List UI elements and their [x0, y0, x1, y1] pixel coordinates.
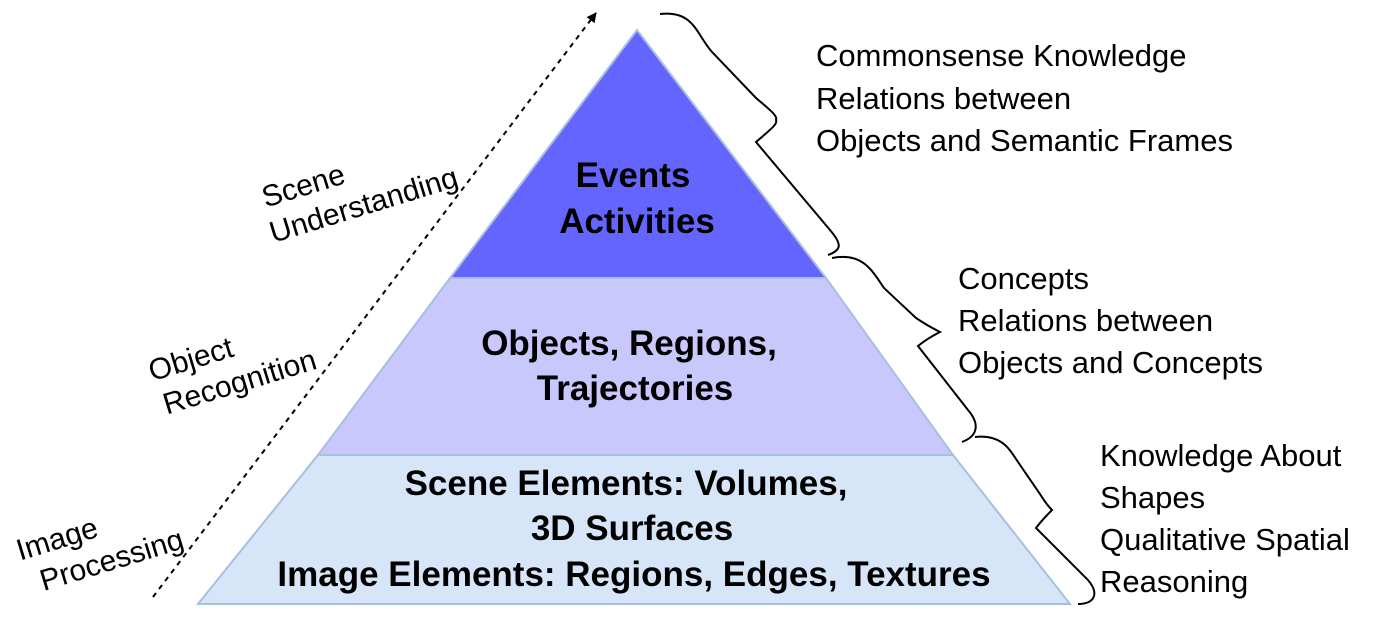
tier-bottom-line-2: 3D Surfaces: [531, 509, 733, 548]
knowledge-middle-line-3: Objects and Concepts: [958, 345, 1263, 380]
progression-arrow: [152, 12, 597, 598]
brace-middle: [831, 255, 977, 443]
tier-top-line-1: Events: [576, 156, 691, 195]
tier-bottom-line-1: Scene Elements: Volumes,: [405, 464, 848, 503]
knowledge-middle-line-1: Concepts: [958, 261, 1089, 296]
tier-middle-line-2: Trajectories: [537, 369, 734, 408]
tier-top-line-2: Activities: [559, 202, 715, 241]
knowledge-top-line-2: Relations between: [816, 81, 1071, 116]
tier-top: [447, 28, 829, 279]
knowledge-bottom-line-1: Knowledge About: [1100, 438, 1342, 473]
tier-middle: [316, 277, 955, 456]
knowledge-top-line-3: Objects and Semantic Frames: [816, 123, 1233, 158]
knowledge-bottom-line-4: Reasoning: [1100, 564, 1248, 599]
scene-understanding-label: Scene Understanding: [258, 158, 462, 250]
knowledge-top-line-1: Commonsense Knowledge: [816, 38, 1187, 73]
knowledge-bottom-line-2: Shapes: [1100, 480, 1205, 515]
tier-middle-line-1: Objects, Regions,: [481, 324, 777, 363]
brace-top: [659, 12, 840, 256]
object-recognition-label: Object Recognition: [145, 331, 321, 421]
knowledge-middle-line-2: Relations between: [958, 303, 1213, 338]
tier-bottom-line-3: Image Elements: Regions, Edges, Textures: [277, 555, 990, 594]
brace-bottom: [974, 435, 1096, 605]
knowledge-bottom-line-3: Qualitative Spatial: [1100, 522, 1350, 557]
